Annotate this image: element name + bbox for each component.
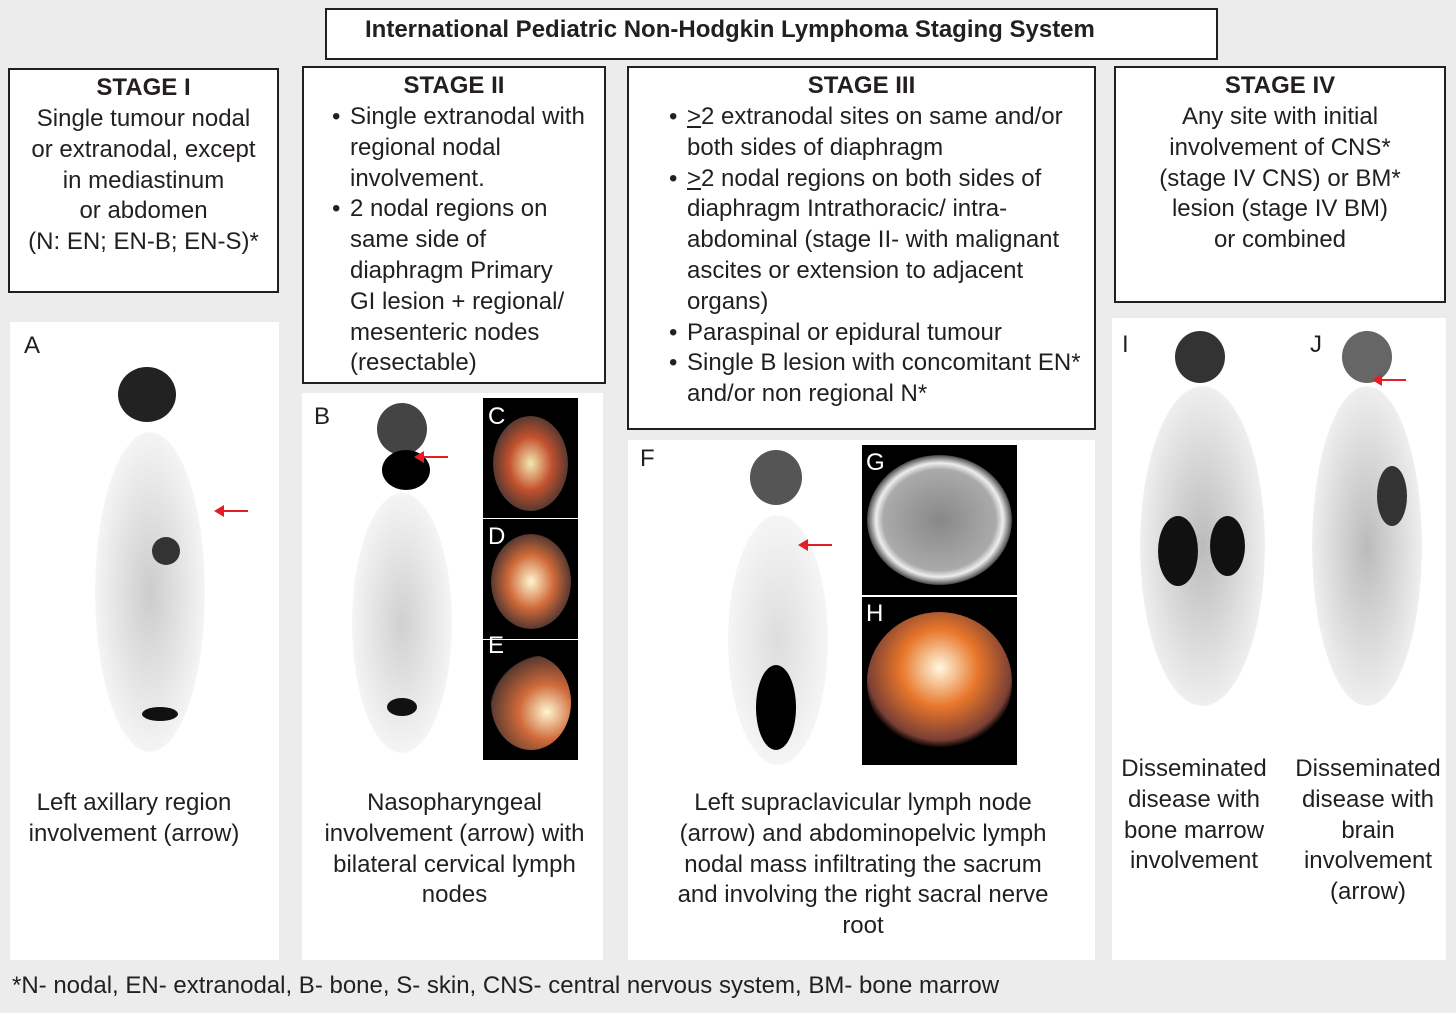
ge-symbol: > (687, 103, 702, 130)
stage-text: (stage IV CNS) or BM* (1159, 164, 1401, 192)
stage-text: in mediastinum (62, 166, 225, 194)
pet-scan-image-f (698, 445, 858, 770)
pet-scan-image-i (1120, 326, 1288, 716)
stage-bullet: Paraspinal or epidural tumour (669, 318, 1084, 349)
pet-scan-image-a (40, 342, 260, 778)
stage-bullet: >2 extranodal sites on same and/or both … (669, 102, 1084, 164)
panel-label-h: H (866, 600, 884, 627)
panel-label-b: B (314, 403, 331, 430)
panel-b: B C D E Nasopharyngeal involvement (arro… (302, 393, 603, 960)
panel-label-a: A (24, 332, 41, 359)
caption-b: Nasopharyngeal involvement (arrow) with … (324, 789, 585, 909)
stage-1-box: STAGE I Single tumour nodal or extranoda… (8, 68, 279, 293)
pet-ct-image-d (483, 519, 578, 639)
stage-3-box: STAGE III >2 extranodal sites on same an… (627, 66, 1096, 430)
panel-i-j: I J Disseminated disease with bone marro… (1112, 318, 1446, 960)
pet-ct-image-c (483, 398, 578, 518)
bullet-text: Paraspinal or epidural tumour (687, 318, 1002, 346)
panel-label-i: I (1122, 331, 1129, 358)
stage-text: involvement of CNS* (1169, 133, 1391, 161)
figure-title: International Pediatric Non-Hodgkin Lymp… (325, 8, 1218, 60)
pet-scan-image-b (322, 398, 480, 760)
stage-text: or extranodal, except (31, 135, 256, 163)
red-arrow-icon (798, 539, 832, 551)
bullet-text: 2 extranodal sites on same and/or both s… (687, 103, 1063, 161)
caption-i: Disseminated disease with bone marrow in… (1121, 755, 1267, 875)
panel-label-c: C (488, 403, 506, 430)
panel-label-g: G (866, 449, 885, 476)
stage-text: or abdomen (79, 197, 208, 225)
panel-a: A Left axillary region involvement (arro… (10, 322, 279, 960)
pet-ct-image-e (483, 640, 578, 760)
ge-symbol: > (687, 164, 702, 192)
stage-bullet: Single extranodal with regional nodal in… (332, 102, 594, 194)
pet-ct-image-h (862, 597, 1017, 765)
bullet-text: Single B lesion with concomitant EN* and… (687, 349, 1081, 408)
red-arrow-icon (1372, 374, 1406, 386)
caption-j: Disseminated disease with brain involvem… (1295, 755, 1441, 906)
stage-text: Any site with initial (1181, 103, 1379, 130)
stage-heading: STAGE I (96, 74, 191, 101)
bullet-text: 2 nodal regions on both sides of diaphra… (687, 164, 1060, 315)
stage-text: Single tumour nodal (36, 105, 251, 132)
panel-label-j: J (1310, 331, 1322, 358)
stage-4-box: STAGE IV Any site with initial involveme… (1114, 66, 1446, 303)
stage-2-box: STAGE II Single extranodal with regional… (302, 66, 606, 384)
caption-f: Left supraclavicular lymph node (arrow) … (677, 789, 1049, 940)
pet-scan-image-j (1292, 326, 1442, 716)
panel-f: F G H Left supraclavicular lymph node (a… (628, 440, 1095, 960)
stage-bullet: >2 nodal regions on both sides of diaphr… (669, 164, 1084, 318)
panel-label-f: F (640, 445, 655, 472)
stage-text: lesion (stage IV BM) (1171, 195, 1389, 223)
ct-image-g (862, 445, 1017, 595)
caption-a: Left axillary region involvement (arrow) (28, 789, 240, 847)
stage-bullet: 2 nodal regions on same side of diaphrag… (332, 194, 594, 379)
stage-heading: STAGE IV (1224, 72, 1336, 99)
stage-text: (N: EN; EN-B; EN-S)* (28, 228, 259, 256)
footnote: *N- nodal, EN- extranodal, B- bone, S- s… (12, 972, 1000, 999)
stage-heading: STAGE III (807, 72, 916, 99)
stage-heading: STAGE II (403, 72, 505, 99)
stage-bullet: Single B lesion with concomitant EN* and… (669, 348, 1084, 410)
panel-label-d: D (488, 523, 506, 550)
panel-label-e: E (488, 632, 505, 659)
red-arrow-icon (414, 451, 448, 463)
red-arrow-icon (214, 505, 248, 517)
stage-text: or combined (1213, 226, 1347, 254)
